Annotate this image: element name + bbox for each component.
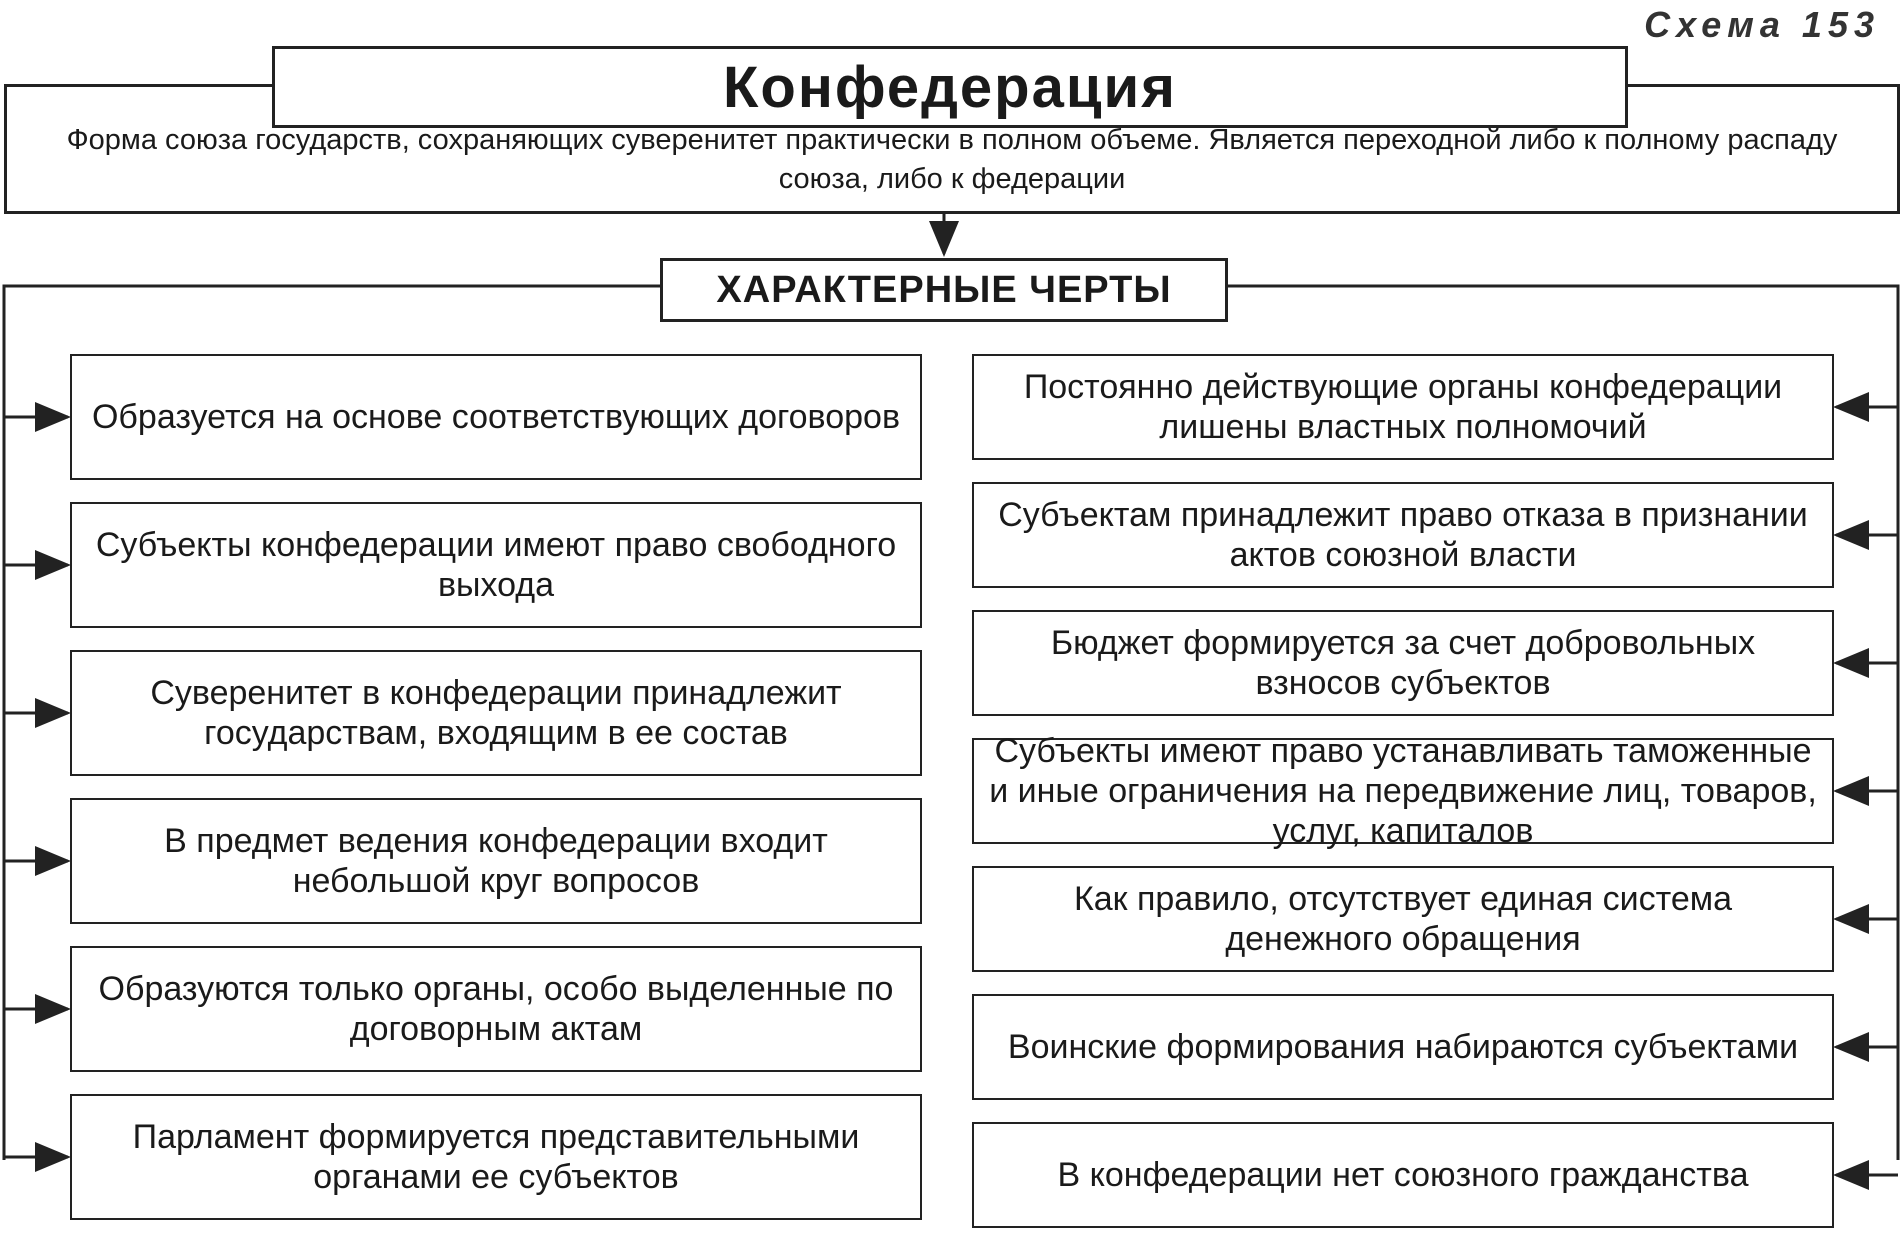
right-feature-text: В конфедерации нет союзного гражданства (1057, 1155, 1749, 1194)
left-trunk-line (2, 284, 660, 1160)
left-branch-arrows (4, 402, 71, 1172)
right-feature-text: Как правило, отсутствует единая система … (1073, 879, 1733, 958)
definition-text: Форма союза государств, сохраняющих суве… (66, 123, 1838, 195)
right-feature-box: Воинские формирования набираются субъект… (972, 994, 1834, 1100)
left-feature-text: В предмет ведения конфедерации входит не… (164, 821, 828, 900)
left-feature-box: Образуется на основе соответствующих дог… (70, 354, 922, 480)
right-feature-text: Постоянно действующие органы конфедераци… (1023, 367, 1783, 446)
features-heading: ХАРАКТЕРНЫЕ ЧЕРТЫ (716, 268, 1172, 311)
left-feature-box: Образуются только органы, особо выделенн… (70, 946, 922, 1072)
title-box: Конфедерация (272, 46, 1628, 128)
right-feature-box: Постоянно действующие органы конфедераци… (972, 354, 1834, 460)
right-feature-text: Субъектам принадлежит право отказа в при… (998, 495, 1808, 574)
left-feature-box: В предмет ведения конфедерации входит не… (70, 798, 922, 924)
right-trunk-line (1228, 284, 1900, 1160)
right-feature-box: В конфедерации нет союзного гражданства (972, 1122, 1834, 1228)
left-feature-text: Суверенитет в конфедерации принадлежит г… (150, 673, 842, 752)
right-feature-box: Бюджет формируется за счет добровольных … (972, 610, 1834, 716)
right-feature-text: Бюджет формируется за счет добровольных … (1050, 623, 1756, 702)
features-heading-box: ХАРАКТЕРНЫЕ ЧЕРТЫ (660, 258, 1228, 322)
right-feature-text: Воинские формирования набираются субъект… (1007, 1027, 1799, 1066)
left-feature-text: Субъекты конфедерации имеют право свобод… (95, 525, 897, 604)
right-feature-box: Субъектам принадлежит право отказа в при… (972, 482, 1834, 588)
right-feature-box: Субъекты имеют право устанавливать тамож… (972, 732, 1834, 850)
page-title: Конфедерация (722, 54, 1177, 120)
left-feature-box: Суверенитет в конфедерации принадлежит г… (70, 650, 922, 776)
left-feature-box: Субъекты конфедерации имеют право свобод… (70, 502, 922, 628)
left-feature-text: Образуется на основе соответствующих дог… (91, 397, 901, 436)
scheme-number: Схема 153 (1644, 4, 1880, 45)
left-feature-text: Образуются только органы, особо выделенн… (98, 969, 894, 1048)
right-feature-text: Субъекты имеют право устанавливать тамож… (989, 731, 1817, 851)
left-feature-text: Парламент формируется представительными … (132, 1117, 860, 1196)
left-feature-box: Парламент формируется представительными … (70, 1094, 922, 1220)
right-branch-arrows (1833, 392, 1898, 1190)
right-feature-box: Как правило, отсутствует единая система … (972, 866, 1834, 972)
